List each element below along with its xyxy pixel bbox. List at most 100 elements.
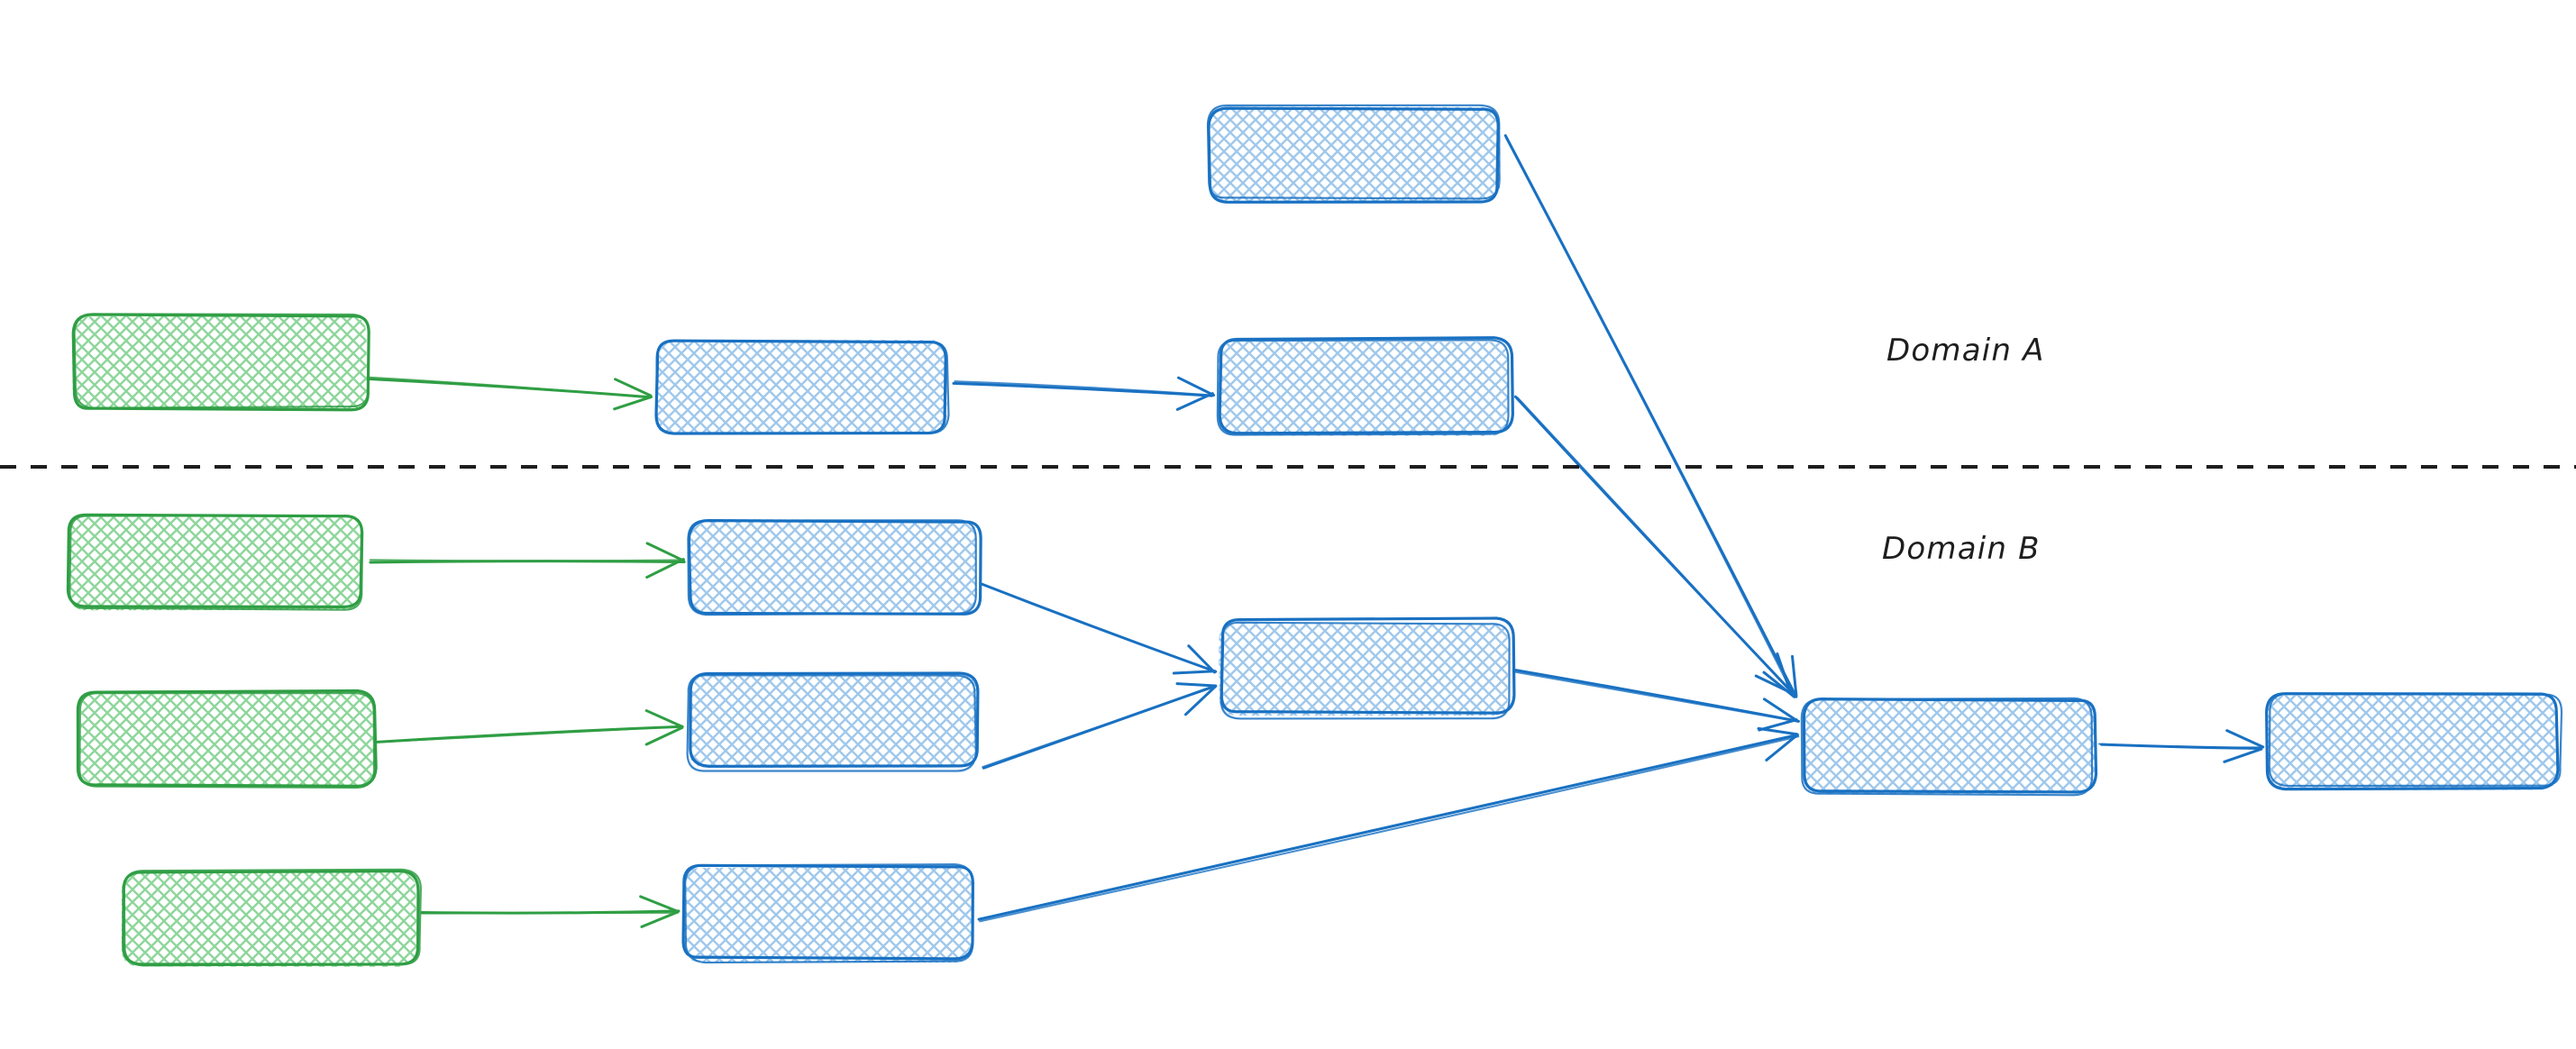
edge-e7[interactable] [420, 895, 681, 928]
arrow-head [1762, 698, 1800, 723]
edge-line [1513, 670, 1800, 723]
node-a-proc-3[interactable] [1206, 104, 1501, 204]
node-fill [71, 315, 368, 410]
node-fill [688, 519, 977, 613]
node-outline [1206, 104, 1501, 200]
arrow-head [1765, 734, 1799, 762]
node-outline [684, 863, 974, 964]
arrow-head [1757, 726, 1799, 736]
arrow-head [1187, 644, 1216, 674]
arrow-head [639, 895, 679, 913]
arrow-head [1776, 652, 1793, 695]
node-a-proc-1[interactable] [654, 339, 950, 435]
node-fill [1218, 341, 1509, 436]
node-outline [73, 313, 370, 409]
node-b-src-2[interactable] [76, 689, 378, 789]
node-fill [689, 674, 978, 769]
node-a-proc-2[interactable] [1216, 336, 1514, 436]
edge-e3[interactable] [1503, 133, 1798, 698]
node-outline [78, 692, 376, 789]
node-outline [1219, 621, 1511, 720]
arrow-head [1172, 670, 1217, 675]
node-a-src-1[interactable] [71, 313, 370, 412]
edge-line [376, 725, 684, 743]
arrow-head [644, 725, 684, 746]
arrow-head [614, 378, 653, 397]
node-fill [656, 340, 947, 434]
edge-e10[interactable] [1513, 669, 1800, 732]
label-domain-a: Domain A [1886, 333, 2045, 369]
arrow-head [1791, 654, 1798, 698]
node-outline [1218, 336, 1514, 435]
edge-line [1505, 137, 1795, 698]
arrow-head [1177, 376, 1216, 397]
arrow-head [1754, 674, 1793, 695]
edge-e5[interactable] [369, 542, 686, 579]
edge-line [979, 735, 1800, 923]
edge-e4[interactable] [1513, 395, 1794, 695]
arrow-head [1175, 392, 1214, 411]
node-outline [76, 689, 378, 788]
node-fill [68, 515, 362, 611]
arrow-head [645, 558, 685, 579]
node-fill [2267, 694, 2558, 790]
arrow-head [640, 910, 680, 928]
node-fill [1803, 698, 2095, 795]
edge-e9[interactable] [982, 682, 1218, 770]
nodes-layer [66, 104, 2563, 967]
node-b-merge-1[interactable] [1219, 616, 1516, 720]
node-fill [1209, 106, 1501, 202]
node-outline [655, 340, 950, 434]
arrow-head [1175, 682, 1218, 688]
node-b-src-1[interactable] [66, 513, 364, 611]
edge-e8[interactable] [980, 582, 1218, 675]
edge-line [420, 911, 679, 915]
node-b-proc-3[interactable] [681, 863, 974, 964]
edge-line [954, 380, 1216, 397]
node-fill [121, 871, 417, 967]
node-outline [2268, 692, 2563, 788]
edge-line [977, 733, 1799, 921]
node-fill [80, 690, 376, 786]
node-b-src-3[interactable] [121, 868, 422, 967]
node-outline [2265, 692, 2560, 791]
edge-line [2097, 743, 2264, 749]
node-fill [1219, 623, 1509, 716]
arrow-head [644, 709, 684, 728]
node-fill [683, 867, 973, 963]
edge-e6[interactable] [376, 709, 684, 746]
edge-line [982, 686, 1215, 769]
node-outline [69, 515, 364, 611]
arrow-head [1183, 684, 1218, 716]
node-outline [1800, 697, 2094, 797]
node-outline [1802, 698, 2098, 794]
node-b-sink-1[interactable] [1800, 697, 2098, 797]
node-outline [1207, 106, 1500, 204]
arrow-head [645, 542, 686, 562]
edge-line [369, 376, 652, 399]
edges-layer [367, 133, 2265, 928]
node-outline [687, 518, 982, 616]
arrow-head [613, 395, 653, 411]
domain-labels-layer: Domain A Domain B [1882, 333, 2045, 567]
node-outline [1216, 339, 1510, 436]
node-outline [689, 671, 980, 768]
edge-e1[interactable] [367, 376, 653, 411]
edge-line [369, 559, 684, 562]
edge-line [1516, 397, 1792, 693]
node-outline [687, 519, 977, 616]
node-b-sink-2[interactable] [2265, 692, 2563, 791]
label-domain-b: Domain B [1882, 531, 2041, 567]
arrow-head [2225, 729, 2265, 749]
node-outline [686, 674, 977, 772]
node-b-proc-2[interactable] [686, 671, 980, 772]
edge-e11[interactable] [977, 726, 1800, 923]
arrow-head [2223, 747, 2263, 763]
node-b-proc-1[interactable] [687, 518, 982, 616]
edge-line [952, 381, 1214, 397]
node-outline [123, 868, 422, 965]
edge-e2[interactable] [952, 376, 1216, 411]
edge-e12[interactable] [2097, 729, 2265, 763]
